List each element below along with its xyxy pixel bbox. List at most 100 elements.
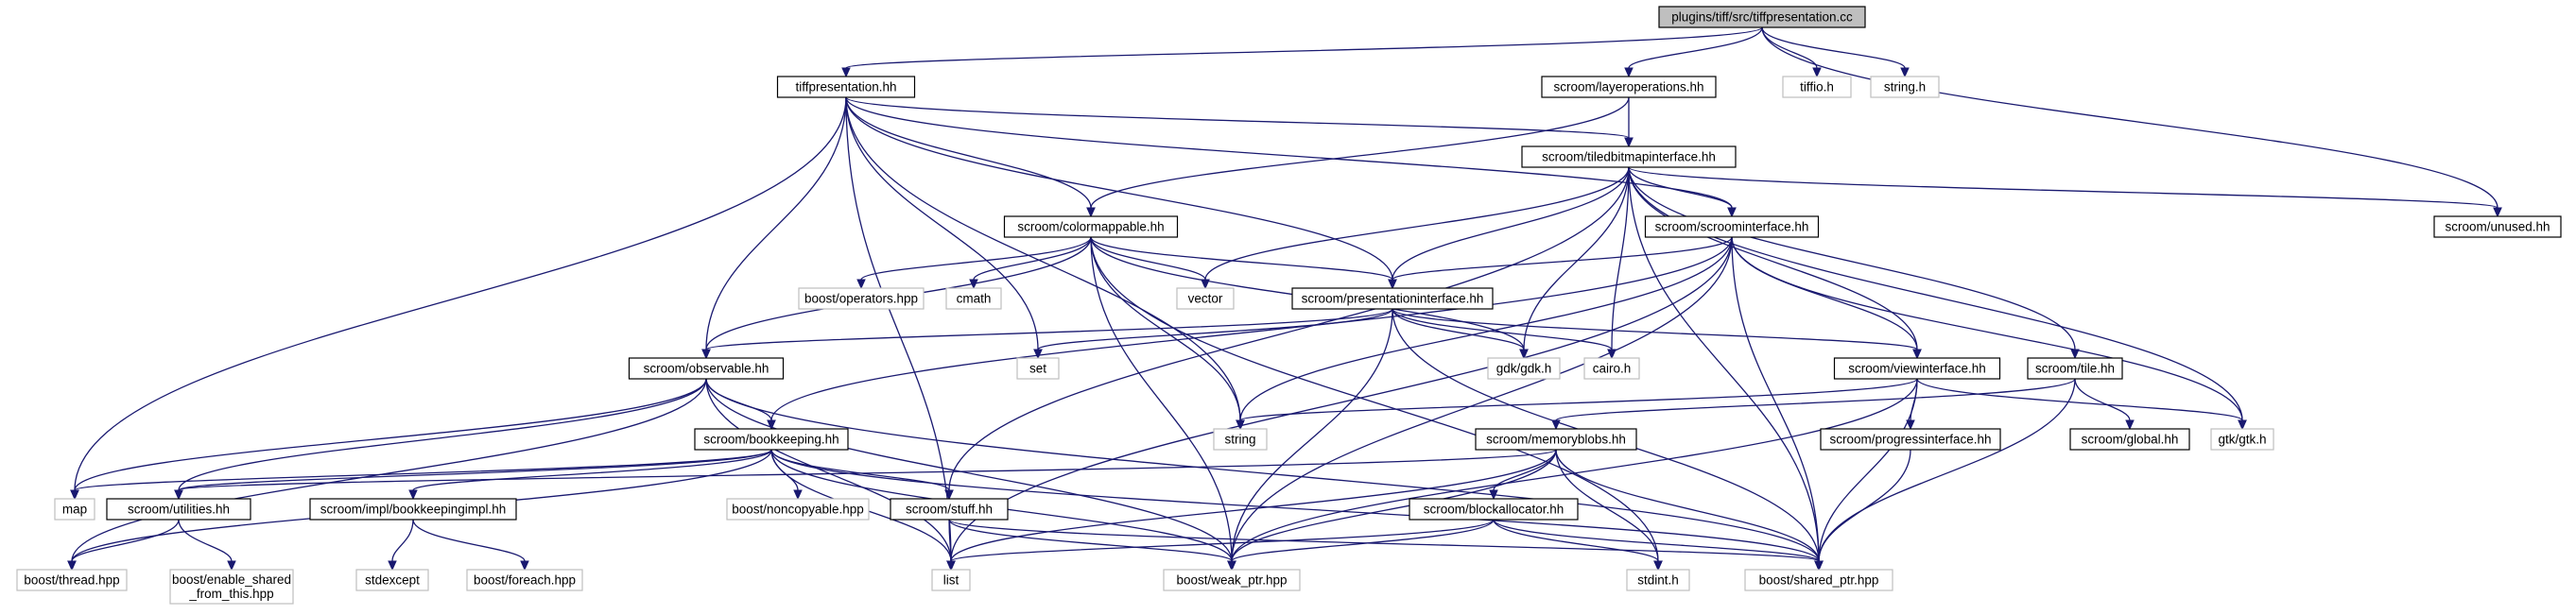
node-string-h: string.h (1870, 76, 1940, 98)
node-label: set (1029, 362, 1046, 376)
node-cairo-h: cairo.h (1583, 357, 1640, 380)
node-scroom-impl-bookkeepingimpl-hh[interactable]: scroom/impl/bookkeepingimpl.hh (309, 498, 517, 521)
node-plugins-tiff-src-tiffpresentation-cc[interactable]: plugins/tiff/src/tiffpresentation.cc (1658, 6, 1866, 28)
edge-tiledbmp-to-vector (1201, 166, 1630, 290)
node-label: cmath (957, 292, 992, 306)
node-label: boost/operators.hpp (804, 292, 918, 306)
node-label: scroom/blockallocator.hh (1424, 503, 1565, 517)
node-label: scroom/tiledbitmapinterface.hh (1542, 150, 1716, 164)
node-label: map (62, 503, 87, 517)
edge-layerops-to-tiledbmp (1624, 96, 1634, 148)
edge-root-to-unused (1761, 26, 2502, 218)
edge-tiledbmp-to-gtk (1628, 166, 2247, 431)
node-label: scroom/unused.hh (2445, 220, 2550, 234)
edge-tiledbmp-to-scroomif (1628, 166, 1737, 218)
node-label: scroom/impl/bookkeepingimpl.hh (320, 503, 507, 517)
node-label: cairo.h (1593, 362, 1632, 376)
node-scroom-memoryblobs-hh[interactable]: scroom/memoryblobs.hh (1475, 428, 1637, 451)
node-gdk-gdk-h: gdk/gdk.h (1487, 357, 1561, 380)
edge-scroomif-to-gtk (1731, 236, 2247, 431)
edge-scroomif-to-bookkeeping (767, 236, 1733, 431)
node-scroom-stuff-hh[interactable]: scroom/stuff.hh (890, 498, 1009, 521)
edge-blockalloc-to-stdint (1493, 519, 1663, 572)
node-scroom-observable-hh[interactable]: scroom/observable.hh (628, 357, 785, 380)
edge-tiledbmp-to-tile (1628, 166, 2080, 360)
node-map: map (54, 498, 95, 521)
node-scroom-layeroperations-hh[interactable]: scroom/layeroperations.hh (1541, 76, 1717, 98)
node-boost-operators-hpp: boost/operators.hpp (798, 287, 925, 310)
edges-layer (67, 26, 2502, 572)
node-scroom-unused-hh[interactable]: scroom/unused.hh (2433, 215, 2562, 238)
node-tiffio-h: tiffio.h (1782, 76, 1852, 98)
node-label: string (1224, 433, 1255, 447)
node-scroom-global-hh[interactable]: scroom/global.hh (2069, 428, 2190, 451)
node-label: boost/enable_shared (172, 572, 291, 587)
node-scroom-tile-hh[interactable]: scroom/tile.hh (2027, 357, 2123, 380)
node-boost-enable-shared-from-this-hpp: boost/enable_shared_from_this.hpp (169, 569, 294, 605)
edge-tile-to-memblobs (1551, 378, 2076, 431)
node-label: scroom/memoryblobs.hh (1486, 433, 1626, 447)
node-label: list (943, 573, 960, 588)
node-label: boost/foreach.hpp (474, 573, 576, 588)
edge-blockalloc-to-weakptr (1227, 519, 1495, 572)
node-boost-weak-ptr-hpp: boost/weak_ptr.hpp (1163, 569, 1301, 591)
edge-root-to-tiffio (1761, 26, 1822, 78)
node-label: scroom/scroominterface.hh (1655, 220, 1809, 234)
edge-utilities-to-enableshared (178, 519, 236, 572)
node-label: scroom/layeroperations.hh (1553, 80, 1703, 94)
node-label: boost/shared_ptr.hpp (1759, 573, 1879, 588)
node-scroom-blockallocator-hh[interactable]: scroom/blockallocator.hh (1409, 498, 1579, 521)
edge-presif-to-gdk (1392, 308, 1529, 360)
node-label: _from_this.hpp (188, 587, 273, 601)
edge-tiffpres-to-tiledbmp (845, 96, 1634, 148)
edge-bookimpl-to-foreach (412, 519, 529, 572)
node-scroom-tiledbitmapinterface-hh[interactable]: scroom/tiledbitmapinterface.hh (1521, 145, 1737, 168)
node-label: scroom/presentationinterface.hh (1302, 292, 1484, 306)
edge-presif-to-cairo (1392, 308, 1616, 360)
node-label: scroom/observable.hh (644, 362, 769, 376)
edge-tiffpres-to-presif (845, 96, 1397, 290)
edge-root-to-layerops (1624, 26, 1763, 78)
node-scroom-colormappable-hh[interactable]: scroom/colormappable.hh (1003, 215, 1179, 238)
node-boost-thread-hpp: boost/thread.hpp (16, 569, 128, 591)
node-gtk-gtk-h: gtk/gtk.h (2210, 428, 2274, 451)
node-label: boost/weak_ptr.hpp (1176, 573, 1287, 588)
node-scroom-viewinterface-hh[interactable]: scroom/viewinterface.hh (1833, 357, 2001, 380)
node-tiffpresentation-hh[interactable]: tiffpresentation.hh (776, 76, 916, 98)
edge-progressif-to-sharedptr (1814, 449, 1911, 572)
node-scroom-scroominterface-hh[interactable]: scroom/scroominterface.hh (1644, 215, 1820, 238)
nodes-layer: plugins/tiff/src/tiffpresentation.cc tiff… (16, 6, 2562, 605)
node-scroom-progressinterface-hh[interactable]: scroom/progressinterface.hh (1820, 428, 2001, 451)
node-label: scroom/progressinterface.hh (1829, 433, 1991, 447)
node-scroom-utilities-hh[interactable]: scroom/utilities.hh (106, 498, 251, 521)
node-boost-foreach-hpp: boost/foreach.hpp (466, 569, 583, 591)
edge-memblobs-to-utilities (174, 449, 1557, 501)
edge-tiledbmp-to-unused (1628, 166, 2502, 218)
edge-tile-to-global (2074, 378, 2135, 431)
edge-bookkeeping-to-utilities (174, 449, 772, 501)
edge-blockalloc-to-sharedptr (1493, 519, 1824, 572)
edge-viewif-to-string (1236, 378, 1918, 431)
edge-root-to-stringh (1761, 26, 1910, 78)
node-stdexcept: stdexcept (355, 569, 429, 591)
edge-colormappable-to-weakptr (1090, 236, 1236, 572)
node-label: scroom/tile.hh (2035, 362, 2115, 376)
node-label: gtk/gtk.h (2218, 433, 2266, 447)
node-scroom-bookkeeping-hh[interactable]: scroom/bookkeeping.hh (694, 428, 849, 451)
edge-presif-to-observable (701, 308, 1393, 360)
edge-viewif-to-sharedptr (1814, 378, 1918, 572)
edge-viewif-to-gtk (1916, 378, 2247, 431)
edge-colormappable-to-boostops (856, 236, 1092, 290)
node-label: stdint.h (1637, 573, 1679, 588)
node-label: scroom/utilities.hh (128, 503, 230, 517)
node-label: vector (1188, 292, 1223, 306)
edge-bookkeeping-to-bookimpl (408, 449, 772, 501)
node-cmath: cmath (945, 287, 1002, 310)
node-label: stdexcept (365, 573, 420, 588)
edge-utilities-to-thread (67, 519, 180, 572)
node-vector: vector (1176, 287, 1235, 310)
node-scroom-presentationinterface-hh[interactable]: scroom/presentationinterface.hh (1291, 287, 1494, 310)
node-label: string.h (1884, 80, 1926, 94)
node-set: set (1016, 357, 1060, 380)
